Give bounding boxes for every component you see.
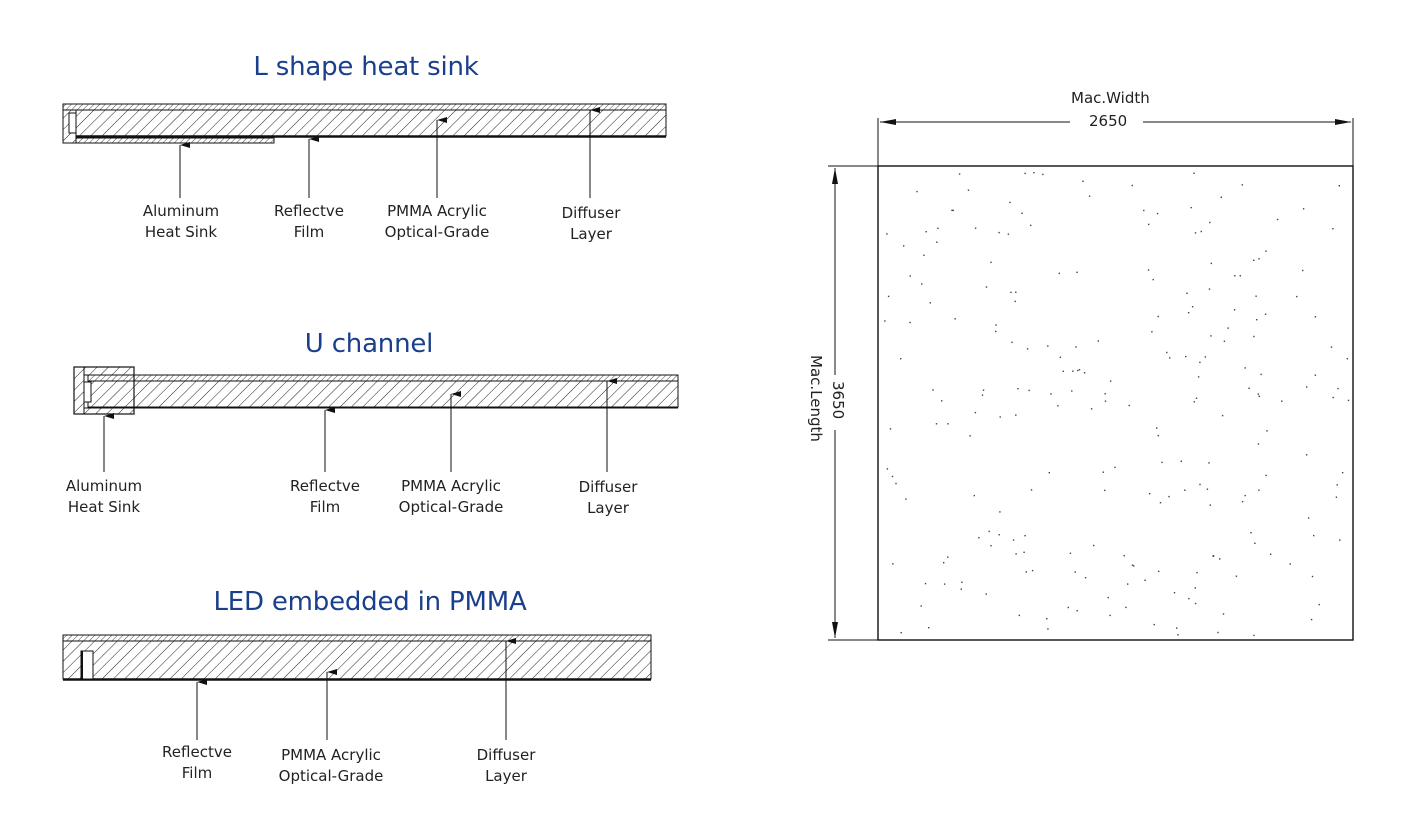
- label-line: PMMA Acrylic: [387, 202, 487, 220]
- label-line: Heat Sink: [67, 498, 141, 516]
- label-reflective-film: Reflectve Film: [274, 201, 344, 243]
- title-u-channel: U channel: [304, 329, 434, 359]
- panel-outline: [877, 165, 1354, 641]
- label-line: Optical-Grade: [384, 223, 490, 241]
- length-value: 3650: [829, 381, 847, 420]
- label-line: Aluminum: [65, 477, 143, 495]
- l-shape-cross-section: [62, 103, 667, 198]
- title-l-shape: L shape heat sink: [253, 52, 479, 82]
- label-aluminum-heat-sink: Aluminum Heat Sink: [143, 201, 219, 243]
- label-line: Diffuser: [561, 204, 621, 222]
- label-diffuser-layer: Diffuser Layer: [477, 745, 536, 787]
- label-line: Film: [309, 498, 341, 516]
- label-pmma-acrylic: PMMA Acrylic Optical-Grade: [385, 201, 490, 243]
- label-reflective-film: Reflectve Film: [290, 476, 360, 518]
- label-line: Layer: [485, 767, 527, 785]
- label-line: Film: [181, 764, 213, 782]
- label-aluminum-heat-sink: Aluminum Heat Sink: [66, 476, 142, 518]
- title-led-embedded: LED embedded in PMMA: [213, 587, 527, 617]
- light-dot-texture: [884, 172, 1350, 637]
- label-line: Layer: [587, 499, 629, 517]
- u-channel-cross-section: [73, 366, 679, 472]
- label-line: Reflectve: [290, 477, 360, 495]
- label-line: Diffuser: [578, 478, 638, 496]
- label-reflective-film: Reflectve Film: [162, 742, 232, 784]
- label-line: Optical-Grade: [398, 498, 504, 516]
- label-line: Aluminum: [142, 202, 220, 220]
- label-pmma-acrylic: PMMA Acrylic Optical-Grade: [399, 476, 504, 518]
- label-line: Layer: [570, 225, 612, 243]
- label-pmma-acrylic: PMMA Acrylic Optical-Grade: [279, 745, 384, 787]
- panel-dimension-drawing: [828, 118, 1354, 641]
- label-line: Diffuser: [476, 746, 536, 764]
- led-embedded-cross-section: [62, 634, 652, 740]
- label-line: PMMA Acrylic: [281, 746, 381, 764]
- label-line: Optical-Grade: [278, 767, 384, 785]
- label-line: Film: [293, 223, 325, 241]
- label-diffuser-layer: Diffuser Layer: [579, 477, 638, 519]
- label-diffuser-layer: Diffuser Layer: [562, 203, 621, 245]
- label-line: Reflectve: [162, 743, 232, 761]
- label-line: PMMA Acrylic: [401, 477, 501, 495]
- label-line: Heat Sink: [144, 223, 218, 241]
- length-label: Mac.Length: [807, 355, 825, 442]
- width-value: 2650: [1089, 112, 1128, 130]
- label-line: Reflectve: [274, 202, 344, 220]
- width-label: Mac.Width: [1071, 89, 1150, 107]
